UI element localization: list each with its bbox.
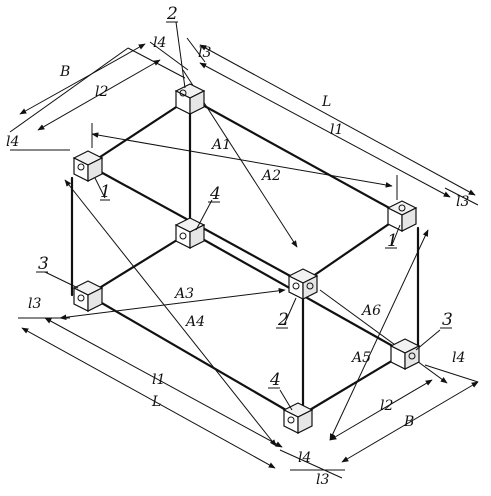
callout-4-lower: 4 (269, 370, 281, 390)
label-l2-bottom: l2 (380, 398, 393, 414)
line-a6 (319, 289, 448, 384)
label-b-top: B (59, 64, 70, 80)
label-l3-right: l3 (456, 194, 469, 210)
label-l3-bottom: l3 (316, 472, 329, 488)
block-right-bottom (389, 338, 421, 370)
block-left-bottom (72, 280, 104, 312)
label-a6: A6 (360, 303, 381, 319)
label-a1: A1 (210, 137, 231, 153)
label-a5: A5 (350, 350, 371, 366)
label-l1-top: l1 (330, 122, 343, 138)
callout-3-right: 3 (442, 310, 453, 330)
dimension-lines (9, 37, 479, 479)
label-b-bottom: B (403, 414, 414, 430)
label-a2: A2 (260, 168, 281, 184)
label-L-top: L (321, 94, 331, 110)
label-l3-top: l3 (198, 45, 211, 61)
line-a5 (329, 229, 429, 441)
label-L-bottom: L (151, 394, 161, 410)
callout-1-right: 1 (387, 231, 398, 251)
block-front-bottom (282, 402, 314, 434)
label-l4-top: l4 (153, 35, 166, 51)
label-l4-bottom: l4 (298, 450, 311, 466)
block-top (174, 83, 206, 115)
callout-2-top: 2 (166, 4, 178, 24)
label-l3-left: l3 (28, 296, 41, 312)
label-l4-right: l4 (452, 350, 465, 366)
callout-1-left: 1 (100, 182, 111, 202)
label-l4-left: l4 (6, 134, 19, 150)
dimension-labels: B l2 l4 l3 l4 L l1 l3 A1 A2 A3 A4 A5 A6 … (6, 35, 469, 488)
block-left-top (72, 150, 104, 182)
frame-edges (70, 96, 420, 419)
callout-4-upper: 4 (209, 184, 221, 204)
label-a3: A3 (173, 286, 194, 302)
label-a4: A4 (184, 314, 205, 330)
label-l1-bottom: l1 (152, 372, 165, 388)
callout-numbers: 2 1 1 4 2 3 3 4 (38, 4, 453, 390)
block-right-top (386, 200, 418, 232)
callout-2-mid: 2 (277, 310, 289, 330)
block-front-mid (287, 268, 319, 300)
callout-leaders (36, 21, 452, 411)
measurement-lines (59, 69, 448, 447)
label-l2-top: l2 (95, 84, 108, 100)
callout-3-left: 3 (38, 254, 49, 274)
